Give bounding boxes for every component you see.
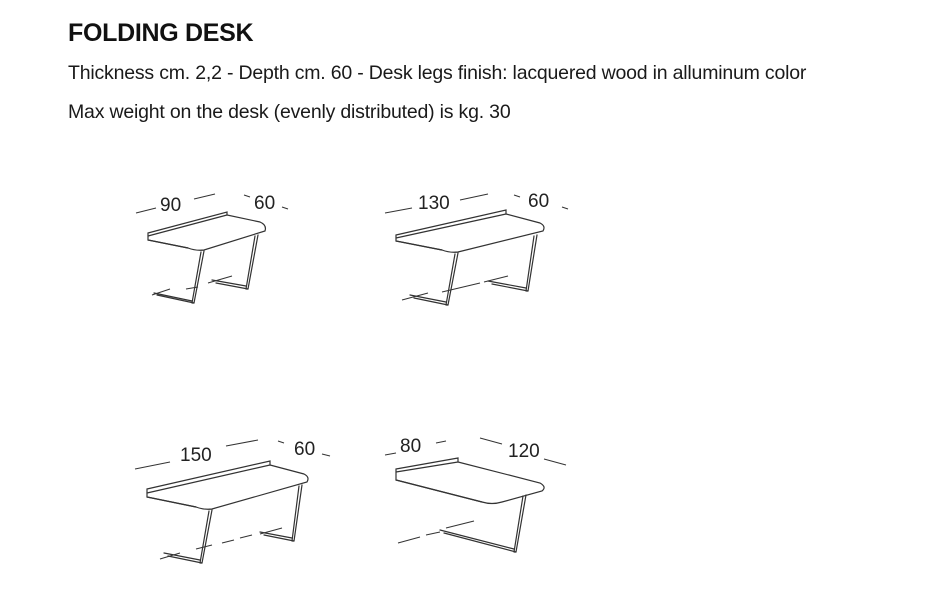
desk-leg-right (483, 234, 538, 292)
depth-label: 60 (254, 193, 275, 214)
desk-diagram-150x60: 150 60 (134, 439, 331, 564)
desk-diagram-80x120: 80 120 (384, 436, 567, 553)
depth-dimension: 60 (243, 193, 289, 214)
desk-top (395, 457, 545, 505)
width-label: 150 (180, 445, 212, 466)
desk-diagram-90x60: 90 60 (135, 193, 289, 304)
desk-diagram-130x60: 130 60 (384, 191, 569, 306)
desk-leg-left (159, 509, 253, 564)
width-dimension: 130 (384, 193, 489, 214)
desk-top (146, 460, 309, 510)
depth-dimension: 60 (513, 191, 569, 212)
width-dimension: 80 (384, 436, 447, 457)
desk-leg-right (259, 484, 303, 542)
depth-label: 120 (508, 441, 540, 462)
depth-label: 60 (294, 439, 315, 460)
depth-label: 60 (528, 191, 549, 212)
width-label: 130 (418, 193, 450, 214)
width-dimension: 90 (135, 193, 216, 216)
page-title: FOLDING DESK (68, 19, 254, 47)
width-dimension: 150 (134, 439, 259, 470)
width-label: 80 (400, 436, 421, 457)
desk-leg-right (207, 234, 259, 290)
desk-leg-left (401, 252, 481, 306)
width-label: 90 (160, 195, 181, 216)
spec-max-weight: Max weight on the desk (evenly distribut… (68, 101, 511, 123)
depth-dimension: 120 (479, 437, 567, 466)
spec-dimensions-finish: Thickness cm. 2,2 - Depth cm. 60 - Desk … (68, 62, 807, 84)
desk-leg-left (151, 250, 205, 304)
desk-leg (397, 494, 527, 553)
desk-top (395, 209, 545, 253)
depth-dimension: 60 (277, 439, 331, 460)
desk-top (147, 211, 267, 251)
